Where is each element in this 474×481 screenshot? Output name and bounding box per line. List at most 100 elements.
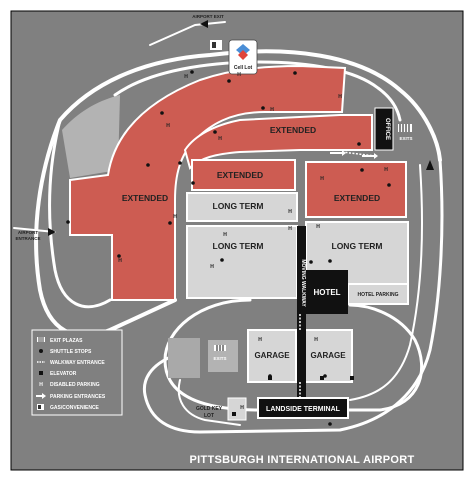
disabled-parking-icon: H (173, 214, 177, 220)
elevator-icon (320, 376, 324, 380)
shuttle-stop-icon[interactable] (178, 161, 182, 165)
lot-long-term-top[interactable] (186, 192, 298, 222)
disabled-parking-icon: H (223, 232, 227, 238)
gas-station-icon (210, 40, 222, 50)
disabled-parking-icon: H (314, 337, 318, 343)
office-building[interactable] (374, 107, 394, 151)
grass-area-left (62, 95, 120, 178)
disabled-parking-icon: H (237, 72, 241, 78)
cell-lot[interactable]: Cell Lot (228, 39, 258, 75)
disabled-parking-icon: H (184, 74, 188, 80)
shuttle-stop-icon[interactable] (328, 422, 332, 426)
exit-plaza-right (398, 124, 412, 132)
legend-item-parking-entrances: PARKING ENTRANCES (36, 393, 106, 400)
lot-extended-center[interactable] (191, 159, 296, 191)
elevator-icon (268, 376, 272, 380)
legend-item-exit-plazas: EXIT PLAZAS (37, 337, 83, 344)
disabled-parking-icon: H (288, 209, 292, 215)
shuttle-stops (66, 70, 391, 426)
airport-entrance-label-line2: ENTRANCE (15, 236, 40, 241)
legend-label: PARKING ENTRANCES (50, 394, 106, 400)
exit-road-top (149, 21, 226, 46)
landside-terminal[interactable] (257, 397, 349, 419)
shuttle-stop-icon[interactable] (261, 106, 265, 110)
parking-entrance-arrow-icon (36, 393, 46, 399)
shuttle-stop-icon[interactable] (213, 130, 217, 134)
shuttle-stop-icon[interactable] (328, 259, 332, 263)
disabled-parking-icon: H (270, 107, 274, 113)
shuttle-stop-icon[interactable] (66, 220, 70, 224)
shuttle-stop-icon[interactable] (168, 221, 172, 225)
legend-box (31, 329, 123, 416)
lot-extended-main[interactable] (69, 64, 347, 301)
shuttle-stop-icon[interactable] (117, 254, 121, 258)
exit-plaza-icon (37, 337, 45, 342)
garage-right[interactable] (303, 329, 353, 383)
shuttle-stop-icon[interactable] (309, 260, 313, 264)
lot-extended-main-label: EXTENDED (122, 193, 168, 203)
garage-left[interactable] (247, 329, 297, 383)
lot-extended-center-label: EXTENDED (217, 170, 263, 180)
disabled-parking-icon: H (118, 258, 122, 264)
disabled-parking-icon: H (218, 136, 222, 142)
left-arc-road (48, 118, 112, 309)
disabled-parking-symbols: H H H H H H H H H H H H H H H H H H (118, 72, 388, 411)
lot-long-term-left[interactable] (186, 225, 298, 299)
lower-left-road (177, 379, 241, 426)
legend-label: EXIT PLAZAS (50, 338, 83, 344)
moving-walkway-label: MOVING WALKWAY (300, 259, 306, 307)
shuttle-stop-icon[interactable] (191, 181, 195, 185)
shuttle-stop-icon[interactable] (360, 168, 364, 172)
disabled-parking-icon: H (166, 123, 170, 129)
hotel-building[interactable] (306, 270, 348, 314)
disabled-parking-icon: H (210, 264, 214, 270)
shuttle-stop-icon[interactable] (160, 111, 164, 115)
shuttle-stop-icon[interactable] (220, 258, 224, 262)
exit-plaza-garage (214, 345, 226, 351)
parking-entrance-arrow-icon (330, 150, 346, 156)
airport-entrance-label-line1: AIRPORT (18, 230, 39, 235)
elevator-icon (39, 371, 43, 375)
lot-long-term-right-label: LONG TERM (332, 241, 383, 251)
exits-right-label: EXITS (399, 136, 412, 141)
shuttle-stop-icon[interactable] (357, 142, 361, 146)
shuttle-stop-icon[interactable] (227, 79, 231, 83)
shuttle-stop-icon[interactable] (323, 374, 327, 378)
right-ring-road (142, 158, 444, 434)
lot-extended-top-label: EXTENDED (270, 125, 316, 135)
gold-key-label-line2: LOT (204, 413, 214, 419)
disabled-parking-icon: H (288, 226, 292, 232)
gold-key-label-line1: GOLD KEY (196, 406, 223, 412)
legend-item-elevator: ELEVATOR (39, 371, 77, 377)
legend-item-shuttle-stops: SHUTTLE STOPS (39, 349, 92, 355)
landside-terminal-label: LANDSIDE TERMINAL (266, 406, 341, 413)
shuttle-stop-icon[interactable] (387, 183, 391, 187)
airport-exit-label: AIRPORT EXIT (192, 14, 224, 19)
disabled-parking-icon: H (384, 167, 388, 173)
hotel-parking-label: HOTEL PARKING (358, 292, 399, 298)
moving-walkway (297, 226, 306, 401)
shuttle-stop-icon (39, 349, 43, 353)
legend-item-gas-convenience: GAS/CONVENIENCE (37, 404, 100, 411)
terminal-loop-road (163, 298, 424, 412)
shuttle-stop-icon[interactable] (146, 163, 150, 167)
road-arrow (200, 20, 208, 28)
road-arrow (48, 228, 56, 236)
shuttle-stop-icon[interactable] (190, 70, 194, 74)
legend-item-walkway-entrance: WALKWAY ENTRANCE (37, 360, 105, 366)
shuttle-stop-icon[interactable] (293, 71, 297, 75)
elevator-icon (350, 376, 354, 380)
office-label: OFFICE (384, 118, 390, 140)
legend: EXIT PLAZAS SHUTTLE STOPS WALKWAY ENTRAN… (31, 329, 123, 416)
disabled-parking-icon: H (316, 224, 320, 230)
garage-right-label: GARAGE (310, 351, 346, 360)
lot-extended-right[interactable] (305, 161, 407, 218)
exits-garage-label: EXITS (213, 356, 226, 361)
disabled-parking-icon: H (39, 382, 43, 388)
lot-long-term-top-label: LONG TERM (213, 201, 264, 211)
lot-long-term-left-label: LONG TERM (213, 241, 264, 251)
hotel-label: HOTEL (313, 288, 340, 297)
grass-area-lower (168, 338, 200, 378)
disabled-parking-icon: H (338, 94, 342, 100)
